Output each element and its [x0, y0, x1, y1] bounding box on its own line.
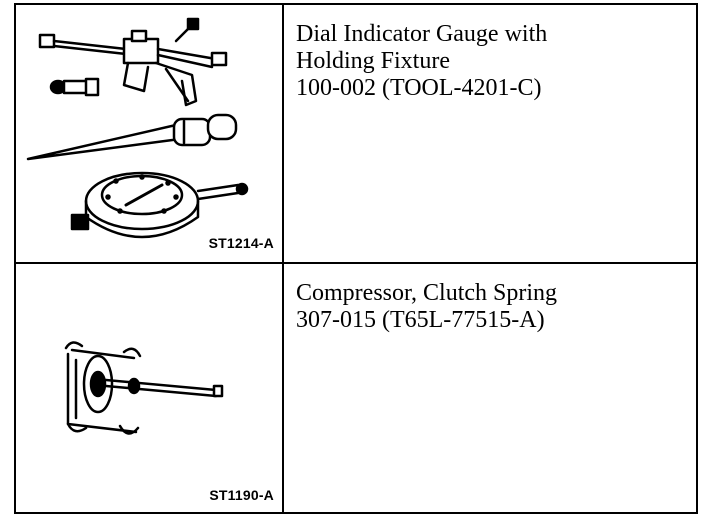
illustration-cell: ST1190-A: [16, 264, 284, 512]
tool-name-line: Holding Fixture: [296, 48, 450, 74]
dial-indicator-gauge-icon: [26, 17, 249, 239]
tool-part-number: 307-015 (T65L-77515-A): [296, 307, 545, 333]
illustration-cell: ST1214-A: [16, 5, 284, 262]
figure-code: ST1190-A: [209, 487, 274, 503]
tool-part-number: 100-002 (TOOL-4201-C): [296, 75, 542, 101]
clutch-spring-compressor-icon: [64, 341, 224, 435]
tool-name-line: Dial Indicator Gauge with: [296, 21, 548, 47]
description-cell: Dial Indicator Gauge with Holding Fixtur…: [284, 5, 684, 262]
description-cell: Compressor, Clutch Spring 307-015 (T65L-…: [284, 264, 684, 512]
table-row: ST1214-A Dial Indicator Gauge with Holdi…: [16, 5, 696, 264]
table-row: ST1190-A Compressor, Clutch Spring 307-0…: [16, 264, 696, 512]
figure-code: ST1214-A: [208, 235, 274, 251]
tool-name-line: Compressor, Clutch Spring: [296, 280, 558, 306]
special-tools-table: ST1214-A Dial Indicator Gauge with Holdi…: [14, 3, 698, 514]
